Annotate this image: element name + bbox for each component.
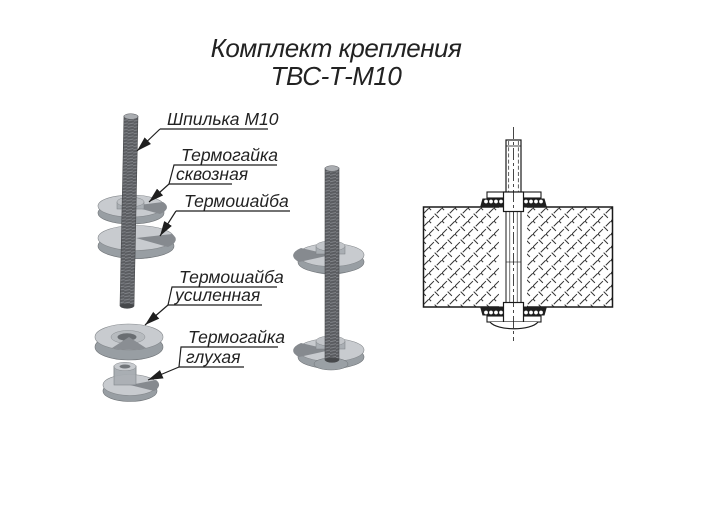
callout-washer-label: Термошайба [184,191,289,211]
title-line2: ТВС-Т-М10 [271,61,403,91]
callout-thermo-washer: Термошайба [159,191,290,237]
callout-blind-line2: глухая [186,347,241,367]
assembled-stud [324,165,340,363]
title-line1: Комплект крепления [211,33,462,63]
blind-thermo-nut-part [102,362,160,402]
callout-through-nut-line1: Термогайка [181,145,278,165]
callout-blind-thermo-nut: Термогайка глухая [147,327,285,381]
callout-reinforced-line1: Термошайба [179,267,284,287]
leader-arrow [147,366,180,381]
leader-arrow [159,210,177,237]
callout-through-nut-line2: сквозная [176,164,248,184]
leader-arrow [136,128,161,152]
section-bottom-washer [480,301,547,330]
callout-stud-label: Шпилька М10 [167,109,279,129]
callout-reinforced-thermo-washer: Термошайба усиленная [144,267,284,326]
section-view [422,127,614,341]
callout-reinforced-line2: усиленная [174,285,260,305]
reinforced-thermo-washer-part [94,323,164,361]
callouts: Шпилька М10 Термогайка сквозная Термошай… [136,109,290,381]
leader-arrow [148,183,170,203]
title-block: Комплект крепления ТВС-Т-М10 [211,33,463,91]
blind-nut-cap [489,321,539,330]
exploded-view [94,113,176,402]
assembled-view [293,165,365,371]
callout-blind-line1: Термогайка [188,327,285,347]
leader-arrow [144,304,169,326]
callout-through-thermo-nut: Термогайка сквозная [148,145,278,203]
callout-stud: Шпилька М10 [136,109,279,152]
stud-part [119,113,139,309]
